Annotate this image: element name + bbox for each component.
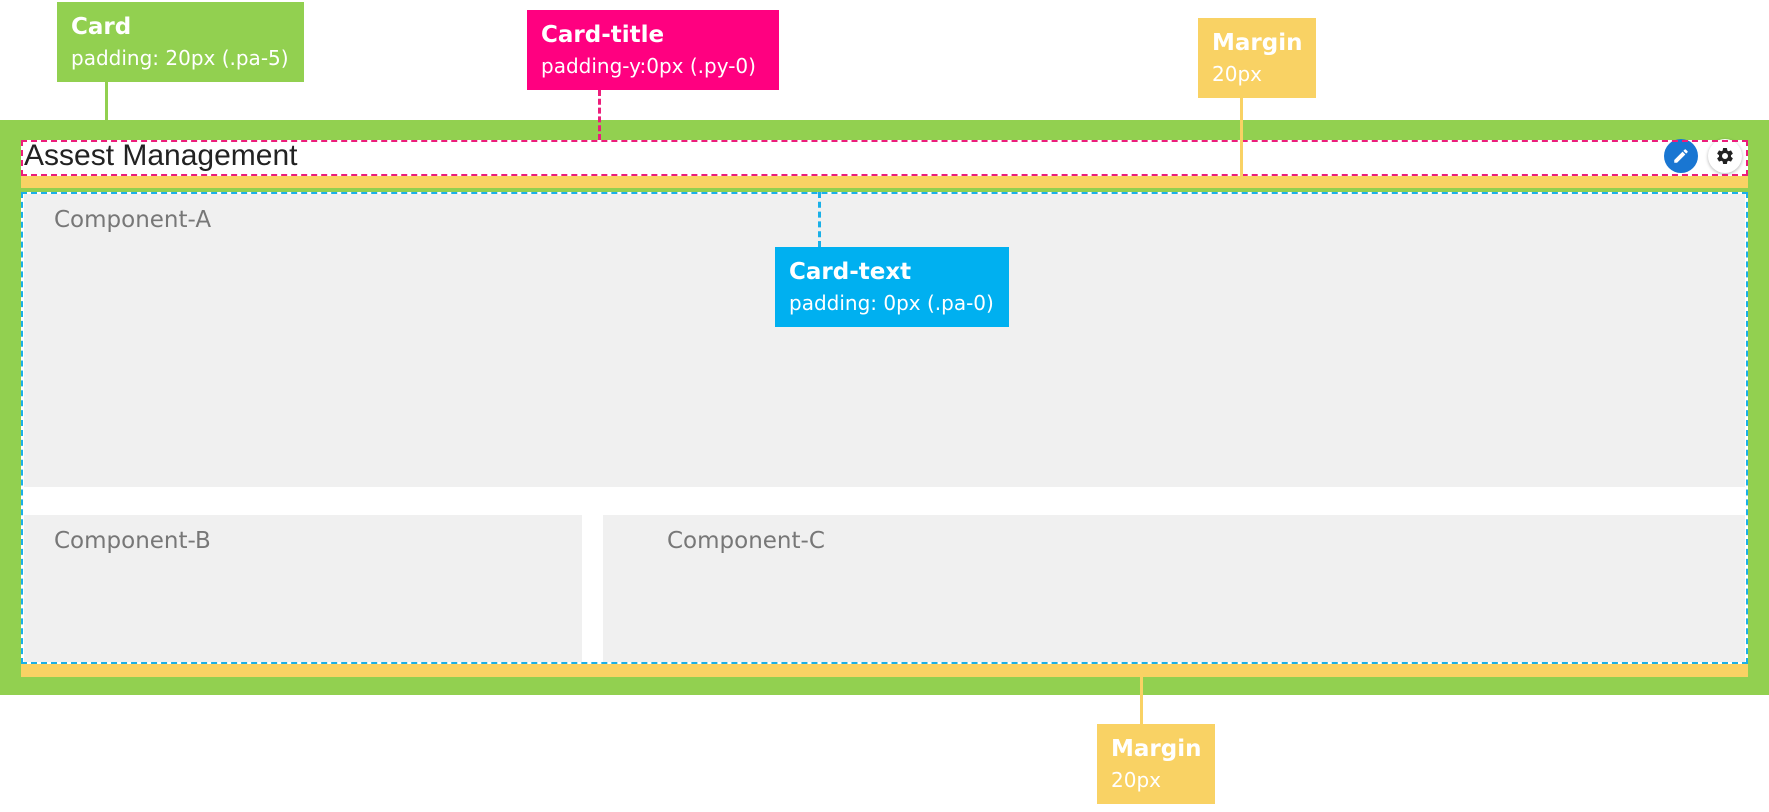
callout-card-title-detail: padding-y:0px (.py-0) <box>541 54 756 78</box>
card-text-connector <box>818 192 821 247</box>
callout-card-title-heading: Card-title <box>541 22 665 48</box>
component-b-label: Component-B <box>54 528 211 554</box>
margin-bottom-connector <box>1140 677 1143 724</box>
card-title-connector <box>598 90 601 140</box>
callout-margin-top: Margin 20px <box>1198 18 1316 98</box>
callout-card-detail: padding: 20px (.pa-5) <box>71 46 289 70</box>
callout-card-text-detail: padding: 0px (.pa-0) <box>789 291 994 315</box>
component-a-label: Component-A <box>54 207 212 233</box>
card-connector <box>105 82 108 120</box>
margin-strip-top <box>21 176 1748 188</box>
edit-button[interactable] <box>1664 139 1698 173</box>
margin-strip-bottom <box>21 664 1748 677</box>
callout-card: Card padding: 20px (.pa-5) <box>57 2 304 82</box>
callout-card-heading: Card <box>71 14 132 40</box>
component-a: Component-A <box>24 194 1745 487</box>
callout-card-text: Card-text padding: 0px (.pa-0) <box>775 247 1009 327</box>
pencil-icon <box>1674 149 1688 163</box>
page-title: Assest Management <box>24 139 298 172</box>
card-title-area <box>21 140 1748 176</box>
callout-margin-bottom-heading: Margin <box>1111 736 1202 762</box>
callout-margin-bottom: Margin 20px <box>1097 724 1215 804</box>
settings-button[interactable] <box>1708 139 1742 173</box>
component-c-label: Component-C <box>667 528 825 554</box>
callout-margin-top-detail: 20px <box>1212 62 1262 86</box>
component-c: Component-C <box>603 515 1745 662</box>
callout-card-title: Card-title padding-y:0px (.py-0) <box>527 10 779 90</box>
component-b: Component-B <box>24 515 582 662</box>
callout-card-text-heading: Card-text <box>789 259 912 285</box>
callout-margin-top-heading: Margin <box>1212 30 1303 56</box>
gear-icon <box>1717 147 1733 164</box>
margin-top-connector <box>1240 98 1243 176</box>
callout-margin-bottom-detail: 20px <box>1111 768 1161 792</box>
